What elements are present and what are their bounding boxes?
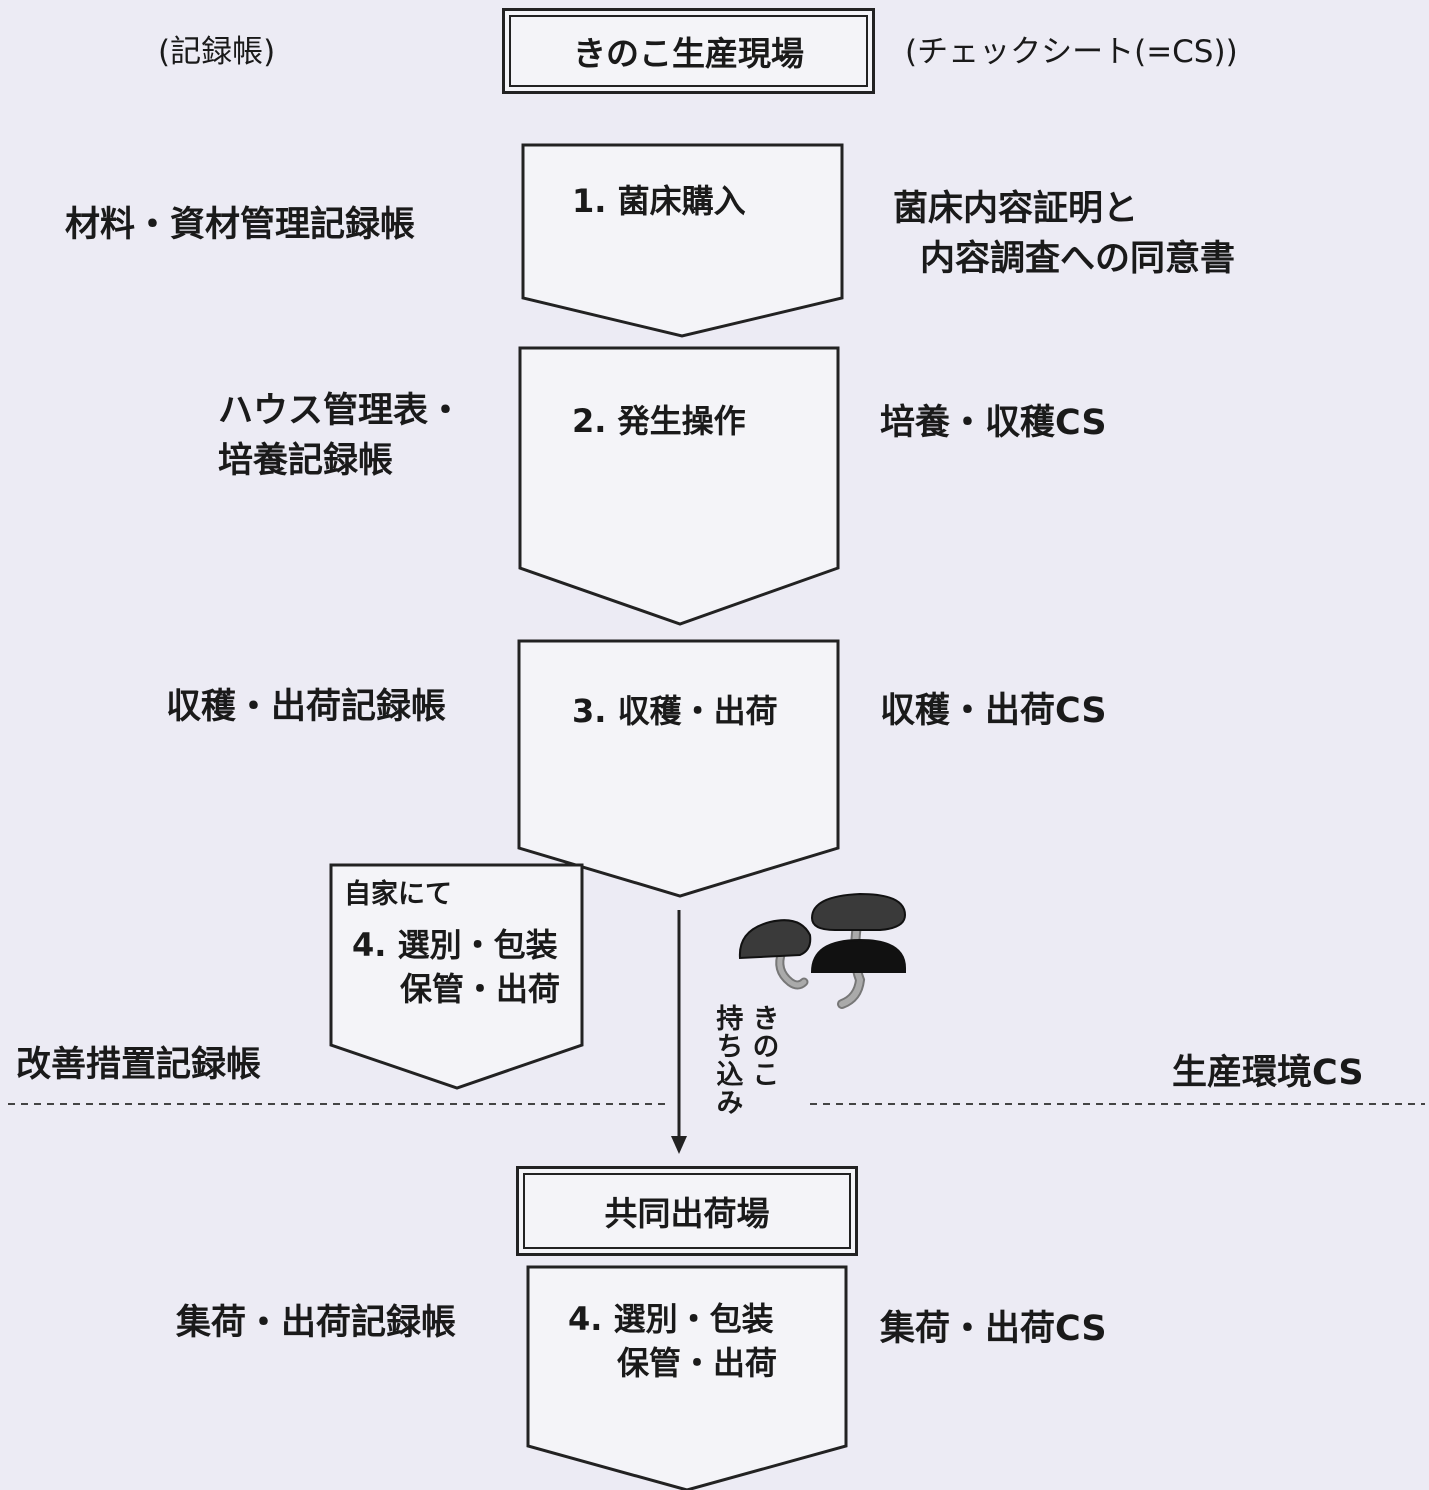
final-step-check: 集荷・出荷CS [880,1309,1107,1349]
step-2-record-line2: 培養記録帳 [218,441,394,481]
production-environment-cs: 生産環境CS [1172,1053,1364,1093]
step-3-record: 収穫・出荷記録帳 [166,687,447,727]
final-step-line1: 4. 選別・包装 [568,1300,774,1338]
step-1-check-line1: 菌床内容証明と [893,189,1139,229]
home-step-shape [329,863,584,1090]
transport-label-col1: きのこ [747,1004,779,1088]
checksheet-column-label: (チェックシート(=CS)) [905,34,1238,70]
mushroom-icon [810,892,907,1009]
home-step-line1: 4. 選別・包装 [352,926,558,964]
improvement-record: 改善措置記録帳 [16,1045,262,1085]
home-step-line2: 保管・出荷 [400,970,561,1008]
shipping-site-title: 共同出荷場 [516,1166,858,1256]
record-column-label: (記録帳) [158,34,276,70]
step-2-label: 2. 発生操作 [572,402,746,440]
final-step-shape [526,1265,848,1490]
step-2-shape [518,346,840,626]
production-site-title: きのこ生産現場 [502,8,875,94]
step-3-label: 3. 収穫・出荷 [572,692,778,730]
step-1-label: 1. 菌床購入 [572,182,746,220]
transport-arrow-head [671,1136,687,1154]
final-step-line2: 保管・出荷 [617,1344,778,1382]
transport-label-col2: 持ち込み [711,1004,743,1116]
step-3-shape [517,639,840,898]
step-2-check: 培養・収穫CS [880,403,1107,443]
step-1-shape [521,143,844,338]
mushroom-icon [738,919,812,990]
step-1-record: 材料・資材管理記録帳 [65,205,416,245]
step-3-check: 収穫・出荷CS [880,691,1107,731]
step-2-record-line1: ハウス管理表・ [218,391,464,431]
final-step-record: 集荷・出荷記録帳 [176,1303,457,1343]
home-step-prefix: 自家にて [344,879,452,910]
step-1-check-line2: 内容調査への同意書 [920,239,1236,279]
